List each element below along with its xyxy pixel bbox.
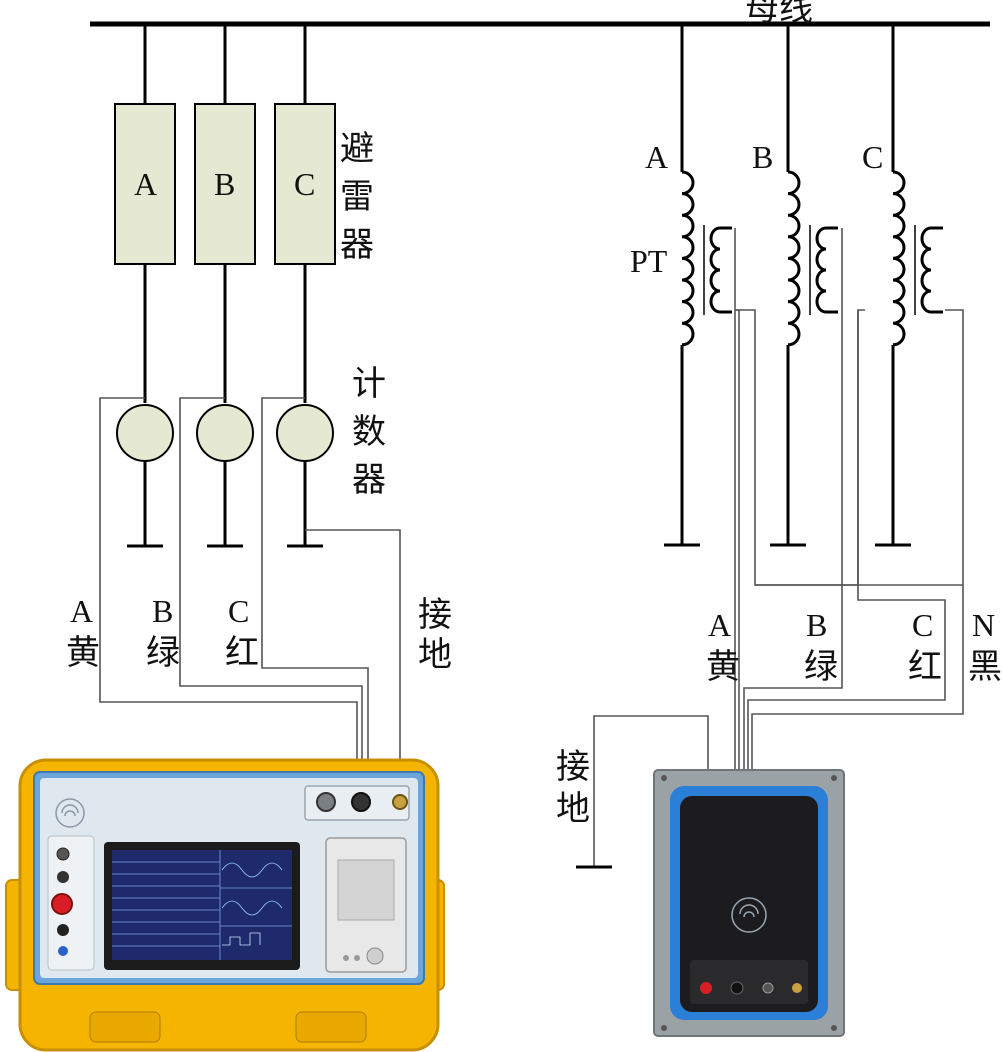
pt-unit-ground-jack <box>792 983 802 993</box>
tester-power-switch <box>56 847 70 861</box>
left-ground-label-2: 地 <box>418 635 452 675</box>
bus-label: 母线 <box>745 0 813 29</box>
left-lead-a-phase: A <box>70 593 93 629</box>
tester-logo-icon <box>55 798 85 828</box>
tester-usb-icon <box>58 946 68 956</box>
right-lead-b-color: 绿 <box>804 647 838 687</box>
right-lead-n-phase: N <box>972 607 995 643</box>
pt-unit-control-strip <box>690 960 808 1004</box>
tester-ground-jack <box>392 794 408 810</box>
tester-foot-right <box>295 1011 367 1043</box>
right-ground-label-1: 接 <box>556 747 590 787</box>
pt-unit-red-jack <box>700 982 712 994</box>
left-lead-wires <box>99 397 401 808</box>
right-lead-c-color: 红 <box>908 647 942 687</box>
counter-c <box>276 404 334 462</box>
left-ground-label-1: 接 <box>418 595 452 635</box>
tester-jack-2 <box>57 871 69 883</box>
left-lead-c-color: 红 <box>225 633 259 673</box>
left-lead-c-phase: C <box>228 593 249 629</box>
arrester-b <box>194 103 256 265</box>
pt-primary-coil-b <box>787 170 801 347</box>
pt-b-phase: B <box>752 139 773 175</box>
pt-unit-switch <box>762 982 774 994</box>
tester-printer-button-2 <box>354 955 360 961</box>
pt-secondary-coil-b <box>815 226 838 314</box>
pt-secondary-coil-a <box>709 226 732 314</box>
tester-printer-knob <box>366 947 384 965</box>
tester-instrument <box>5 758 445 1052</box>
right-lead-b-phase: B <box>806 607 827 643</box>
pt-unit-face <box>680 796 818 1012</box>
right-ground-label-2: 地 <box>556 789 590 829</box>
tester-stop-button <box>51 893 73 915</box>
tester-screen-content <box>112 850 292 960</box>
arrester-label-1: 避 <box>340 129 374 169</box>
pt-a-phase: A <box>645 139 668 175</box>
tester-foot-left <box>89 1011 161 1043</box>
tester-screen <box>112 850 292 960</box>
arrester-a <box>114 103 176 265</box>
pt-unit <box>653 769 845 1037</box>
counter-b <box>196 404 254 462</box>
tester-printer-slot <box>337 859 395 921</box>
right-lead-c-phase: C <box>912 607 933 643</box>
arrester-label-2: 雷 <box>340 177 374 217</box>
right-lead-a-phase: A <box>708 607 731 643</box>
pt-label: PT <box>630 243 668 279</box>
left-lead-b-color: 绿 <box>146 633 180 673</box>
arrester-group <box>143 24 307 403</box>
tester-input-b-jack <box>351 792 371 812</box>
tester-printer-button-1 <box>343 955 349 961</box>
pt-secondary-coil-c <box>920 226 943 314</box>
counter-grounds <box>127 461 323 548</box>
counter-label-2: 数 <box>352 412 386 452</box>
arrester-c-label: C <box>294 166 315 202</box>
arrester-a-label: A <box>134 166 157 202</box>
arrester-label-3: 器 <box>340 225 374 265</box>
right-lead-wires <box>593 228 964 866</box>
pt-unit-black-jack <box>730 981 744 995</box>
pt-primary-wires <box>664 24 911 547</box>
right-lead-n-color: 黑 <box>968 647 1002 687</box>
pt-primary-coil-a <box>681 170 695 347</box>
pt-unit-logo-icon <box>731 897 767 933</box>
counter-label-3: 器 <box>352 460 386 500</box>
pt-c-phase: C <box>862 139 883 175</box>
right-lead-a-color: 黄 <box>706 647 740 687</box>
arrester-c <box>274 103 336 265</box>
tester-jack-4 <box>57 924 69 936</box>
pt-coils <box>681 170 943 347</box>
pt-primary-coil-c <box>892 170 906 347</box>
arrester-b-label: B <box>214 166 235 202</box>
tester-input-a-jack <box>316 792 336 812</box>
left-lead-b-phase: B <box>152 593 173 629</box>
counter-a <box>116 404 174 462</box>
counter-label-1: 计 <box>352 364 386 404</box>
left-lead-a-color: 黄 <box>66 633 100 673</box>
